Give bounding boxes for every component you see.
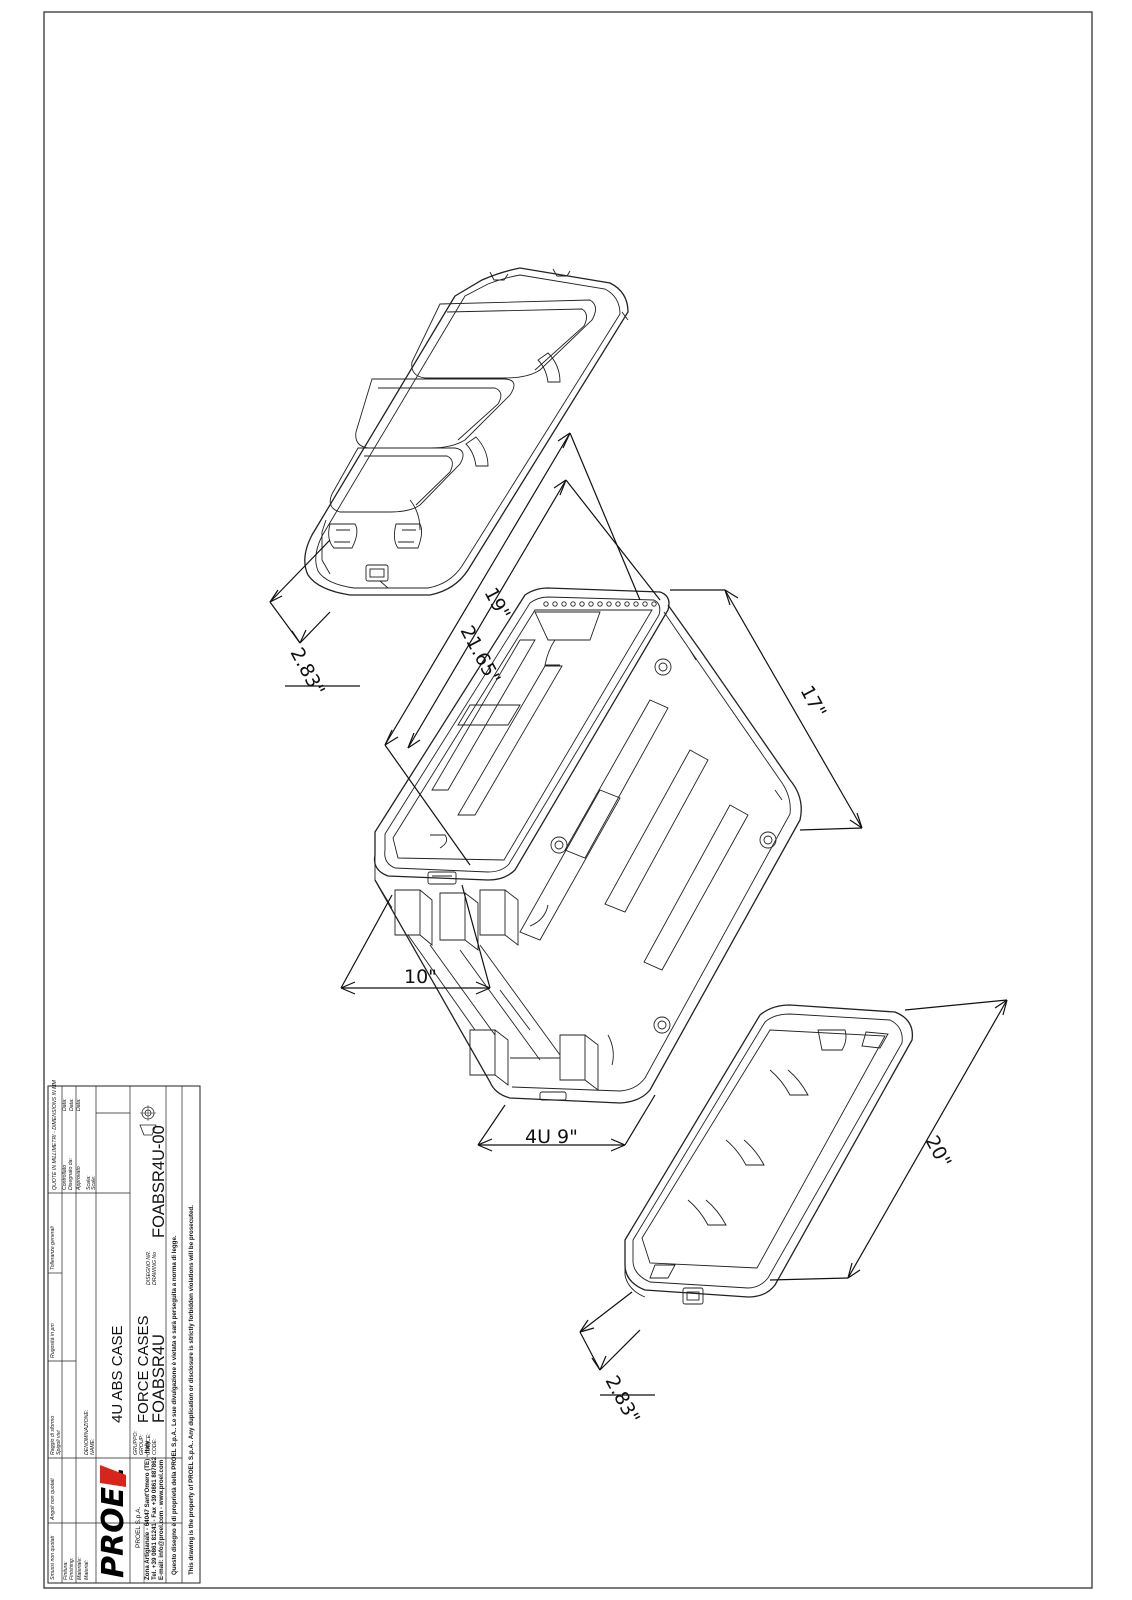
- rack-case-body-drawing: [373, 587, 802, 1104]
- tb-date-3: Data:: [76, 1098, 82, 1111]
- tb-note-4: Tolleranze generali: [50, 1226, 56, 1270]
- tb-scale: Scala:: [86, 1175, 92, 1190]
- tb-note-2: Raggio di sformo: [50, 1416, 56, 1455]
- tb-contact: Tel. +39 0861 81241 - Fax +39 0861 88786…: [151, 1456, 158, 1580]
- dim-lid-bottom-depth: 2.83": [601, 1372, 644, 1427]
- tb-denomination-label: DENOMINAZIONE:: [84, 1409, 90, 1455]
- dimension-lines: [269, 432, 1008, 1396]
- tb-note-1b: Angoli non quotati: [50, 1478, 56, 1521]
- tb-drawing-no: FOABSR4U-00: [150, 1125, 168, 1238]
- tb-date-2: Data:: [69, 1098, 75, 1111]
- tb-drawing-no-label: DISEGNO NR.: [146, 1251, 152, 1285]
- dim-lid-top-depth: 2.83": [286, 644, 329, 699]
- tb-date-1: Data:: [62, 1098, 68, 1111]
- tb-note-3: Rugosità in µm: [50, 1323, 56, 1358]
- rack-rail-holes: [543, 601, 657, 607]
- dim-case-height: 4U 9": [525, 1126, 578, 1148]
- tb-copyright-it: Questo disegno è di proprietà della PROE…: [171, 1235, 178, 1575]
- tb-code-label: CODICE:: [146, 1433, 152, 1455]
- tb-drawing-no-label-en: DRAWING No: [152, 1252, 158, 1285]
- proel-logo: PROEL: [96, 1465, 131, 1578]
- dim-lid-bottom-length: 20": [921, 1132, 956, 1171]
- dim-case-width: 17": [796, 682, 831, 721]
- tb-finish: Finitura:: [63, 1561, 69, 1580]
- tb-designed-by: Controllato: [62, 1165, 68, 1190]
- stacking-blocks: [394, 889, 599, 1091]
- tb-copyright-en: This drawing is the property of PROEL S.…: [188, 1205, 195, 1575]
- tb-email: E-mail: info@proel.com - www.proel.com: [158, 1459, 165, 1580]
- title-block: Smussi non quotati Angoli non quotati Ra…: [47, 1080, 201, 1584]
- tb-material: Materiale:: [77, 1557, 83, 1580]
- tb-code: FOABSR4U: [150, 1334, 168, 1423]
- tb-address: Zona Artigianale - 64047 Sant'Omero (TE)…: [144, 1440, 151, 1580]
- tb-approved: Approvato: [76, 1166, 82, 1191]
- tb-denomination-label-en: NAME:: [90, 1438, 96, 1455]
- tb-group: FORCE CASES: [135, 1315, 152, 1423]
- tb-code-label-en: CODE:: [152, 1438, 158, 1455]
- dim-case-depth: 10": [404, 966, 437, 988]
- projection-symbol: [139, 1105, 157, 1136]
- tb-group-label: GRUPPO:: [133, 1431, 139, 1455]
- tb-finish-en: Finishing:: [69, 1557, 75, 1580]
- drawing-frame: [43, 11, 1093, 1589]
- tb-product-name: 4U ABS CASE: [109, 1325, 126, 1423]
- tb-material-en: Material:: [84, 1560, 90, 1580]
- tb-header-mm: QUOTE IN MILLIMETRI - DIMENSIONS IN MM: [52, 1080, 58, 1190]
- tb-sharp-edges: Spigoli vivi: [56, 1430, 62, 1455]
- top-lid-drawing: [304, 267, 629, 596]
- tb-group-label-en: GROUP:: [139, 1434, 145, 1455]
- tb-note-1: Smussi non quotati: [50, 1535, 56, 1580]
- bottom-lid-drawing: [624, 1004, 914, 1305]
- tb-drawn-by: Disegnato da:: [68, 1157, 74, 1190]
- tb-scale-en: Scale:: [91, 1175, 97, 1190]
- tb-company: PROEL S.p.A.: [135, 1507, 142, 1548]
